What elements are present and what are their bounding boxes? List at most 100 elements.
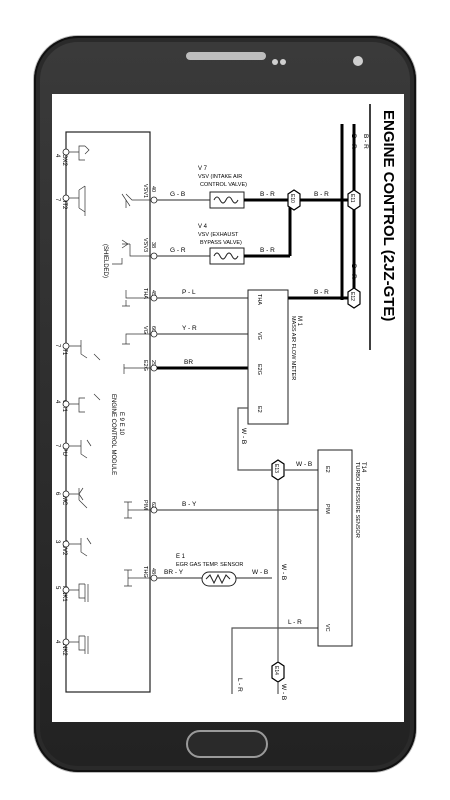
svg-text:W - B: W - B bbox=[280, 564, 287, 580]
svg-text:B - R: B - R bbox=[260, 247, 275, 254]
svg-text:FPU: FPU bbox=[61, 444, 67, 456]
svg-text:MASS AIR FLOW METER: MASS AIR FLOW METER bbox=[290, 316, 296, 380]
svg-text:E10: E10 bbox=[289, 194, 295, 203]
svg-text:BYPASS VALVE): BYPASS VALVE) bbox=[200, 240, 242, 246]
ecm-right-pins: 40 VSV1 38 VSV3 45 THA 66 VG 29 E2G 62 P… bbox=[142, 184, 156, 578]
turbo-pressure-sensor: T14 TURBO PRESSURE SENSOR E2 PIM VC bbox=[317, 449, 366, 647]
svg-text:45: 45 bbox=[150, 290, 156, 296]
svg-text:E2: E2 bbox=[324, 466, 330, 473]
svg-text:E2G: E2G bbox=[256, 364, 262, 375]
svg-text:Y - R: Y - R bbox=[182, 325, 197, 332]
module-label: ENGINE CONTROL MODULE bbox=[110, 394, 116, 475]
svg-text:E14: E14 bbox=[273, 666, 279, 675]
svg-text:5: 5 bbox=[54, 586, 60, 590]
splice-labels: E10 E11 E12 E13 E14 bbox=[273, 194, 355, 675]
svg-text:V 7: V 7 bbox=[198, 166, 208, 172]
vc-wire bbox=[231, 627, 318, 694]
home-button[interactable] bbox=[186, 730, 268, 758]
svg-text:4: 4 bbox=[54, 640, 60, 644]
earpiece-speaker bbox=[186, 52, 266, 60]
svg-text:THG: THG bbox=[142, 566, 148, 578]
wire-color-labels: G - B G - R P - L Y - R BR B - Y BR - Y bbox=[164, 191, 197, 576]
svg-text:P - L: P - L bbox=[182, 289, 196, 296]
svg-text:E 1: E 1 bbox=[176, 554, 186, 560]
svg-text:4: 4 bbox=[54, 400, 60, 404]
diagram-title: ENGINE CONTROL (2JZ-GTE) bbox=[380, 110, 397, 321]
svg-text:6: 6 bbox=[54, 492, 60, 496]
svg-text:E2: E2 bbox=[256, 406, 262, 413]
svg-text:B - R: B - R bbox=[350, 264, 357, 279]
svg-text:KNK1: KNK1 bbox=[61, 586, 67, 602]
svg-text:7: 7 bbox=[54, 444, 60, 448]
egr-gas-temp-sensor: E 1 EGR GAS TEMP. SENSOR bbox=[176, 554, 243, 587]
power-wire-labels: B - R B - R B - R B - R B - R B - R B - … bbox=[260, 134, 369, 296]
svg-text:B - R: B - R bbox=[260, 191, 275, 198]
vsv-intake-air-control: V 7 VSV (INTAKE AIR CONTROL VALVE) bbox=[198, 166, 247, 209]
e2-ground-wires bbox=[202, 407, 318, 694]
ecm-left-pins: 4 OX2 7 HT2 7 HT1 4 OX1 7 FPU 6 PMC 3 VS… bbox=[54, 154, 67, 656]
svg-text:OX2: OX2 bbox=[61, 154, 67, 167]
ecm-internal-circuits bbox=[69, 145, 101, 654]
svg-text:M 1: M 1 bbox=[296, 316, 302, 327]
svg-text:E13: E13 bbox=[273, 464, 279, 473]
svg-text:B - R: B - R bbox=[314, 289, 329, 296]
svg-text:VG: VG bbox=[142, 326, 148, 334]
svg-text:CONTROL VALVE): CONTROL VALVE) bbox=[200, 182, 247, 188]
svg-text:VSV (EXHAUST: VSV (EXHAUST bbox=[198, 232, 239, 238]
svg-text:3: 3 bbox=[54, 540, 60, 544]
svg-text:PIM: PIM bbox=[324, 504, 330, 514]
svg-text:T14: T14 bbox=[360, 462, 366, 473]
svg-text:B - R: B - R bbox=[362, 134, 369, 149]
power-wires bbox=[244, 124, 356, 300]
svg-text:62: 62 bbox=[150, 502, 156, 508]
sensor-dots bbox=[272, 52, 288, 65]
svg-text:KNK2: KNK2 bbox=[61, 640, 67, 656]
svg-text:B - R: B - R bbox=[350, 134, 357, 149]
svg-text:E12: E12 bbox=[349, 292, 355, 301]
svg-text:48: 48 bbox=[150, 568, 156, 574]
svg-text:40: 40 bbox=[150, 186, 156, 192]
screen: ENGINE CONTROL (2JZ-GTE) 4 OX2 7 HT2 7 H… bbox=[52, 94, 404, 722]
ecm-right-internals bbox=[112, 193, 150, 587]
svg-text:VSV (INTAKE AIR: VSV (INTAKE AIR bbox=[198, 174, 242, 180]
svg-text:W - B: W - B bbox=[280, 684, 287, 700]
svg-text:7: 7 bbox=[54, 198, 60, 202]
svg-text:E2G: E2G bbox=[142, 360, 148, 371]
svg-text:4: 4 bbox=[54, 154, 60, 158]
signal-wires bbox=[157, 199, 318, 579]
vc-wire-label: L - R bbox=[288, 619, 302, 626]
svg-text:W - B: W - B bbox=[252, 569, 268, 576]
svg-text:HT2: HT2 bbox=[61, 198, 67, 210]
svg-text:29: 29 bbox=[150, 360, 156, 366]
svg-text:THA: THA bbox=[256, 294, 262, 305]
svg-text:THA: THA bbox=[142, 288, 148, 299]
svg-text:VC: VC bbox=[324, 624, 330, 632]
svg-text:E11: E11 bbox=[349, 194, 355, 203]
wiring-diagram: ENGINE CONTROL (2JZ-GTE) 4 OX2 7 HT2 7 H… bbox=[54, 104, 397, 700]
svg-text:G - B: G - B bbox=[170, 191, 185, 198]
svg-text:HT1: HT1 bbox=[61, 344, 67, 356]
svg-text:G - R: G - R bbox=[170, 247, 186, 254]
svg-text:VG: VG bbox=[256, 332, 262, 340]
svg-text:EGR GAS TEMP. SENSOR: EGR GAS TEMP. SENSOR bbox=[176, 562, 243, 568]
left-pin-terminals bbox=[62, 148, 70, 646]
svg-text:W - B: W - B bbox=[296, 461, 312, 468]
vsv-exhaust-bypass: V 4 VSV (EXHAUST BYPASS VALVE) bbox=[198, 224, 245, 265]
svg-text:BR - Y: BR - Y bbox=[164, 569, 184, 576]
svg-text:V 4: V 4 bbox=[198, 224, 208, 230]
e2-wire-labels: W - B W - B W - B W - B W - B bbox=[240, 428, 312, 700]
svg-text:TURBO PRESSURE SENSOR: TURBO PRESSURE SENSOR bbox=[354, 462, 360, 538]
vc-wire-label-lower: L - R bbox=[236, 678, 243, 692]
svg-text:VSV3: VSV3 bbox=[142, 238, 148, 252]
svg-text:B - Y: B - Y bbox=[182, 501, 197, 508]
svg-text:38: 38 bbox=[150, 242, 156, 248]
shielded-label: (SHIELDED) bbox=[102, 244, 108, 278]
module-ground-pins: E 9 E 10 bbox=[118, 412, 124, 436]
svg-text:PMC: PMC bbox=[61, 492, 67, 506]
ecm-box bbox=[65, 131, 151, 693]
front-camera-icon bbox=[353, 56, 363, 66]
svg-text:PIM: PIM bbox=[142, 500, 148, 510]
svg-text:7: 7 bbox=[54, 344, 60, 348]
mass-air-flow-meter: M 1 MASS AIR FLOW METER THA VG E2G E2 bbox=[247, 289, 302, 425]
svg-text:VSV1: VSV1 bbox=[142, 184, 148, 198]
